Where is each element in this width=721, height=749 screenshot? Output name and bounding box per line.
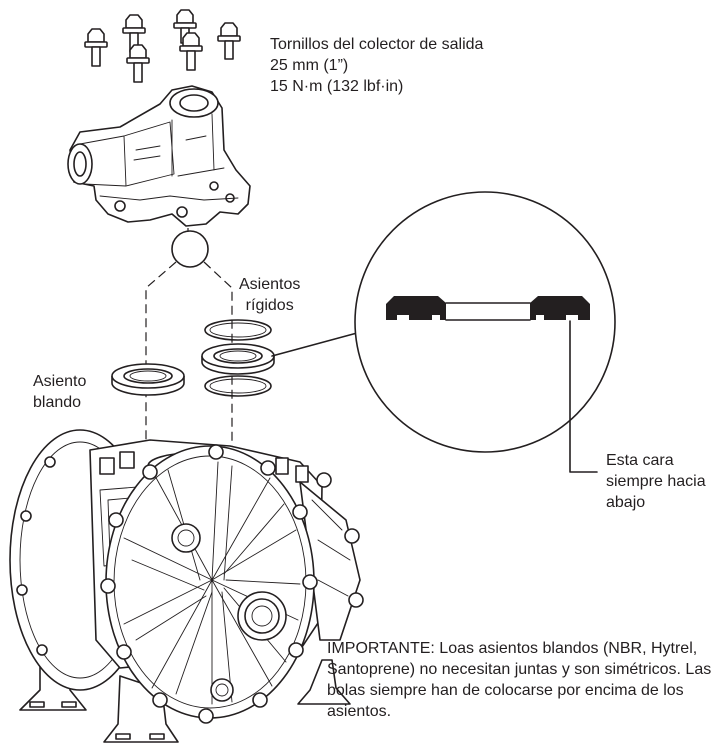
face-down-label-line2: siempre hacia (606, 473, 706, 490)
bolt (126, 44, 150, 83)
screws-label-title: Tornillos del colector de salida (270, 36, 484, 53)
bolt (84, 28, 108, 67)
soft-seat-label-line2: blando (33, 394, 82, 411)
pump-body (9, 429, 364, 743)
important-note: IMPORTANTE: Loas asientos blandos (NBR, … (327, 640, 712, 720)
outlet-manifold (67, 85, 251, 227)
face-down-label-line1: Esta cara (606, 452, 674, 469)
seat-cross-section (386, 296, 590, 321)
bolt (173, 9, 197, 44)
rigid-seat (201, 343, 275, 375)
detail-leader-line (271, 332, 358, 357)
rigid-seats-label-line2: rígidos (245, 297, 294, 314)
soft-seat (111, 363, 185, 396)
bolt (179, 32, 203, 71)
face-down-label-line3: abajo (606, 494, 646, 511)
screws-label-torque: 15 N·m (132 lbf·in) (270, 78, 404, 95)
bolt (217, 22, 241, 60)
face-down-label: Esta cara siempre hacia abajo (606, 450, 706, 513)
outlet-manifold-screws-label: Tornillos del colector de salida 25 mm (… (270, 34, 483, 97)
rigid-seats-label-line1: Asientos (239, 276, 301, 293)
check-ball (171, 230, 209, 268)
lower-o-ring (204, 375, 272, 397)
soft-seat-label-line1: Asiento (33, 373, 87, 390)
seat-detail-magnified (354, 191, 616, 473)
rigid-seats-label: Asientos rígidos (239, 274, 300, 316)
soft-seat-label: Asiento blando (33, 371, 86, 413)
screws-label-size: 25 mm (1”) (270, 57, 349, 74)
face-down-leader (569, 320, 598, 473)
upper-o-ring (204, 319, 272, 341)
manifold-bolts (84, 9, 241, 83)
